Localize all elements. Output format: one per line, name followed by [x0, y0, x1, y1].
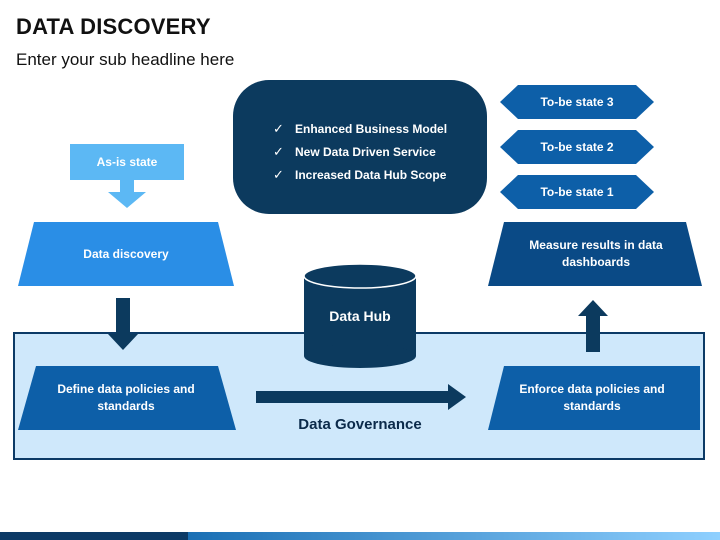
data-hub-label: Data Hub [329, 308, 391, 324]
check-icon: ✓ [273, 167, 284, 182]
benefits-list: ✓ Enhanced Business Model ✓ New Data Drive… [273, 117, 447, 186]
check-icon: ✓ [273, 121, 284, 136]
data-hub-cylinder [303, 263, 417, 368]
governance-right-arrow [256, 384, 466, 410]
page-subtitle: Enter your sub headline here [16, 50, 235, 69]
to-be-state-1-shape [500, 175, 654, 209]
enforce-up-arrow [578, 300, 608, 352]
to-be-state-3-label: To-be state 3 [540, 95, 614, 109]
to-be-state-2-label: To-be state 2 [540, 140, 614, 154]
benefit-item: ✓ Enhanced Business Model [273, 117, 447, 140]
as-is-down-arrow [108, 180, 146, 208]
measure-results-shape [488, 222, 702, 286]
benefits-panel: ✓ Enhanced Business Model ✓ New Data Drive… [233, 80, 487, 214]
define-policies-shape [18, 366, 236, 430]
measure-results-label: Measure results in data dashboards [529, 238, 663, 269]
to-be-state-2-shape [500, 130, 654, 164]
benefit-item: ✓ New Data Driven Service [273, 140, 447, 163]
page-title: DATA DISCOVERY [16, 14, 211, 39]
data-governance-label: Data Governance [298, 416, 422, 433]
check-icon: ✓ [273, 144, 284, 159]
to-be-state-1-label: To-be state 1 [540, 185, 614, 199]
discovery-down-arrow [108, 298, 138, 350]
to-be-state-3-shape [500, 85, 654, 119]
benefit-text: Enhanced Business Model [295, 122, 448, 136]
data-discovery-label: Data discovery [83, 246, 169, 261]
as-is-state-box: As-is state [70, 144, 184, 180]
enforce-policies-label: Enforce data policies and standards [519, 382, 665, 413]
define-policies-label: Define data policies and standards [57, 382, 195, 413]
enforce-policies-shape [488, 366, 700, 430]
benefit-text: New Data Driven Service [295, 145, 436, 159]
benefit-text: Increased Data Hub Scope [295, 168, 447, 182]
footer-bar-gradient [188, 532, 720, 540]
data-discovery-shape [18, 222, 234, 286]
benefit-item: ✓ Increased Data Hub Scope [273, 163, 447, 186]
